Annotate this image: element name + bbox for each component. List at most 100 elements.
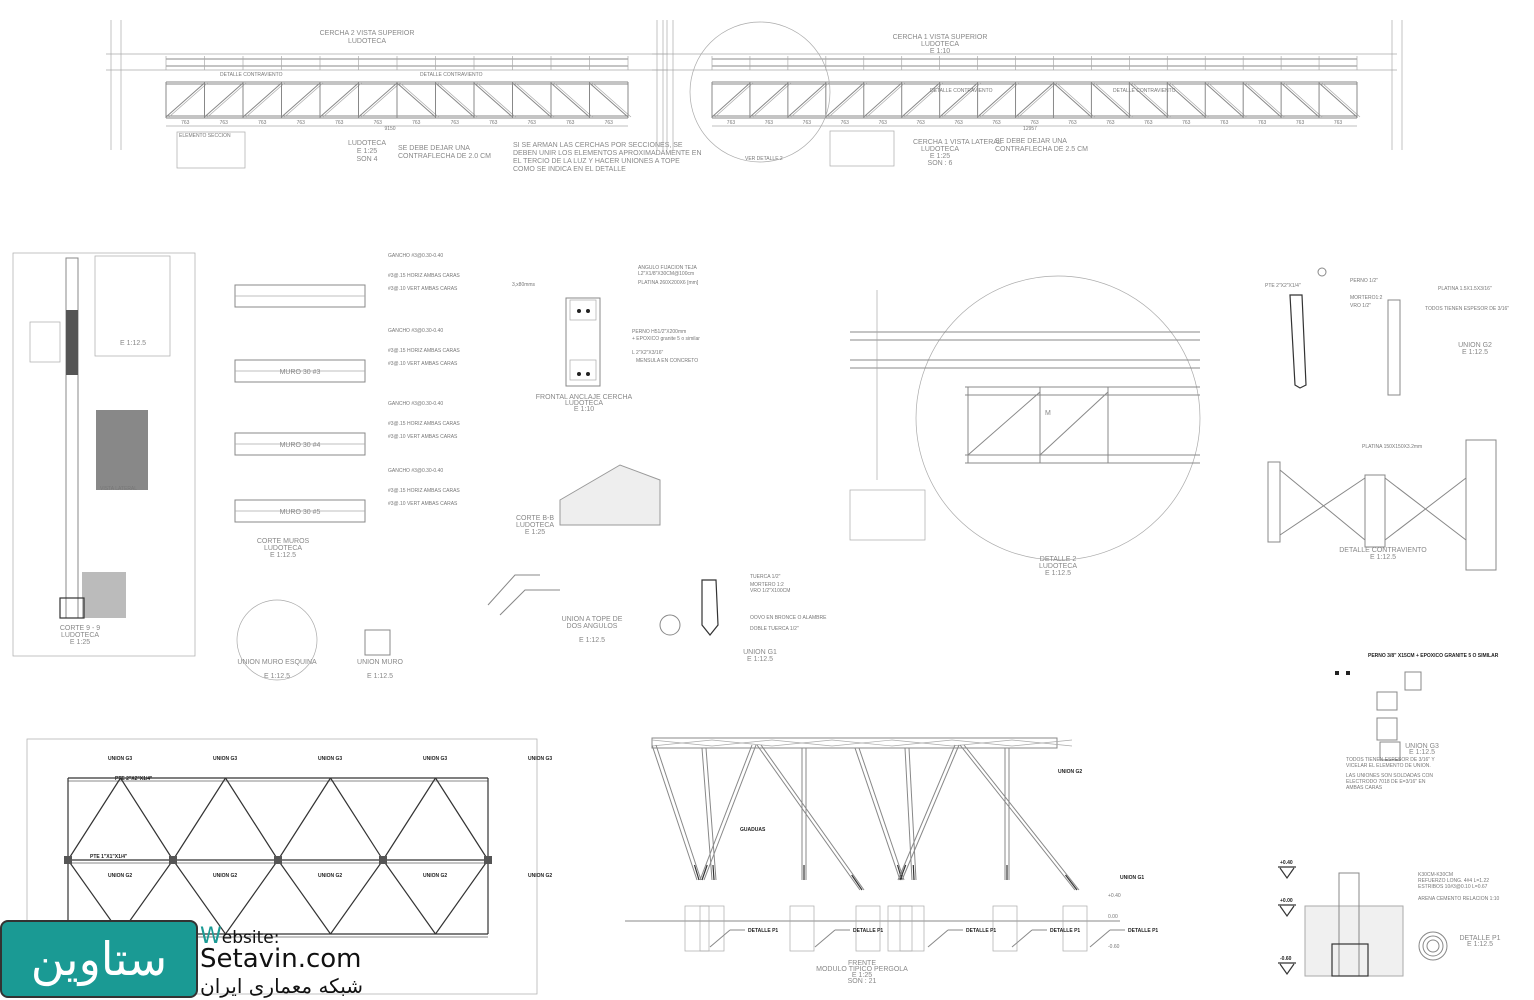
p1-l1: K30CM-K30CM (1418, 872, 1453, 878)
span-dimension: 763 (566, 120, 575, 126)
wall-gancho-label: GANCHO #3@0.30-0.40 (388, 468, 443, 474)
union-g2-l6: TODOS TIENEN ESPESOR DE 3/16" (1425, 306, 1509, 312)
beam-lattice (711, 739, 773, 747)
pergola-footing (1062, 905, 1088, 952)
wall-gancho-label: GANCHO #3@0.30-0.40 (388, 253, 443, 259)
logo-website-label: Website: (200, 924, 279, 949)
union-g1-l3: VRO 1/2"X100CM (750, 588, 790, 594)
pergola-count: SON : 21 (848, 978, 877, 985)
anclaje-sub: LUDOTECA (565, 400, 603, 407)
truss1-lateral-sub: LUDOTECA (921, 146, 959, 153)
pergola-post (699, 744, 753, 881)
truss-diagonal-edge (1056, 82, 1095, 118)
truss2-note2: CONTRAFLECHA DE 2.0 CM (398, 153, 491, 160)
pergola-post-edge (760, 744, 865, 891)
truss-diagonal-edge (592, 82, 632, 118)
plan-union-g2-label: UNION G2 (108, 873, 132, 879)
truss2-note1: SE DEBE DEJAR UNA (398, 145, 470, 152)
truss1-scale-top: E 1:10 (930, 48, 950, 55)
muros-scale: E 1:12.5 (270, 552, 296, 559)
detalle2-title: DETALLE 2 (1040, 556, 1077, 563)
p1-scale: E 1:12.5 (1467, 941, 1493, 948)
truss-diagonal (825, 82, 865, 118)
plan-union-g2-label: UNION G2 (318, 873, 342, 879)
beam-lattice (831, 739, 893, 747)
truss-diagonal-edge (752, 82, 792, 118)
span-dimension: 763 (1182, 120, 1191, 126)
truss-diagonal (901, 82, 940, 118)
corte-bb-title: CORTE B-B (516, 515, 554, 522)
union-g3-title: UNION G3 (1405, 743, 1439, 750)
corte-column-section (12, 252, 196, 657)
truss1-scale: E 1:25 (930, 153, 950, 160)
truss-diagonal (1280, 82, 1320, 118)
truss2-scale: E 1:25 (357, 148, 377, 155)
truss-diagonal (1204, 82, 1244, 118)
union-g3-n3: LAS UNIONES SON SOLDADAS CON (1346, 773, 1433, 779)
truss-diagonal-edge (1283, 82, 1323, 118)
truss-diagonal (473, 82, 513, 118)
span-dimension: 763 (1030, 120, 1039, 126)
union-muro-shape (364, 629, 391, 656)
beam-lattice (951, 739, 1013, 747)
anclaje-l2: L2"X1/8"X30CM@100cm (638, 271, 694, 277)
truss-diagonal-edge (828, 82, 867, 118)
plan-pte-label: PTE 1"X1"X1/4" (90, 854, 128, 860)
union-g1-scale: E 1:12.5 (747, 656, 773, 663)
plan-diagonal (435, 859, 489, 935)
wall-gancho-label: GANCHO #3@0.30-0.40 (388, 401, 443, 407)
p1-lev3: -0.60 (1280, 956, 1292, 962)
truss-diagonal (512, 82, 552, 118)
span-dimension: 763 (181, 120, 190, 126)
span-dimension: 763 (879, 120, 888, 126)
logo-fa-name: ستاوین (0, 920, 198, 998)
muros-title: CORTE MUROS (257, 538, 310, 545)
span-dimension: 763 (1106, 120, 1115, 126)
wall-vert-label: #3@.10 VERT AMBAS CARAS (388, 501, 458, 507)
truss2-subtitle: LUDOTECA (348, 38, 386, 45)
plan-union-g3-label: UNION G3 (318, 756, 342, 762)
truss-diagonal (1091, 82, 1130, 118)
truss-diagonal (939, 82, 978, 118)
p1-lev1: +0.40 (1280, 860, 1293, 866)
pergola-footing (789, 905, 815, 952)
logo-website-rest: ebsite: (221, 928, 280, 948)
pergola-detalle-p1-label: DETALLE P1 (966, 928, 996, 934)
pergola-lev3: -0.60 (1108, 944, 1120, 950)
muros-sub: LUDOTECA (264, 545, 302, 552)
span-dimension: 763 (412, 120, 421, 126)
corte-vista-label: VISTA LATERAL (100, 486, 137, 492)
pergola-post (854, 747, 901, 881)
truss-diagonal-edge (1018, 82, 1057, 118)
plan-diagonal (382, 777, 437, 861)
pergola-sub: MODULO TIPICO PERGOLA (816, 966, 908, 973)
union-g2-l1: PTE 2"X2"X1/4" (1265, 283, 1301, 289)
union-g3-perno: PERNO 3/8" X15CM + EPOXICO GRANITE 5 O S… (1368, 653, 1499, 659)
plan-diagonal (330, 859, 384, 935)
union-g2-l4: VRO 1/2" (1350, 303, 1371, 309)
truss1-detail-label: DETALLE CONTRAVIENTO (930, 88, 993, 94)
truss-diagonal-edge (322, 82, 362, 118)
contraviento-title: DETALLE CONTRAVIENTO (1339, 547, 1427, 554)
truss1-ver-detalle: VER DETALLE 2 (745, 156, 783, 162)
wall-vert-label: #3@.10 VERT AMBAS CARAS (388, 286, 458, 292)
pergola-post-anchor (851, 874, 863, 891)
span-dimension: 763 (1296, 120, 1305, 126)
span-dimension: 763 (528, 120, 537, 126)
truss2-section-table (176, 131, 246, 169)
truss-diagonal (1015, 82, 1054, 118)
truss-diagonal-edge (399, 82, 439, 118)
union-g1-l4: OOVO EN BRONCE O ALAMBRE (750, 615, 827, 621)
wall-gancho-label: GANCHO #3@0.30-0.40 (388, 328, 443, 334)
pergola-lev1: +0.40 (1108, 893, 1121, 899)
corte-title: CORTE 9 - 9 (60, 625, 100, 632)
pergola-post (897, 744, 956, 881)
pergola-post-anchor (899, 864, 907, 881)
pergola-footing (855, 905, 881, 952)
truss-diagonal (1242, 82, 1282, 118)
union-g1-section-circle (659, 614, 681, 636)
p1-lev2: +0.00 (1280, 898, 1293, 904)
truss-diagonal (711, 82, 751, 118)
pergola-post-anchor (701, 864, 708, 881)
leader (814, 929, 836, 948)
